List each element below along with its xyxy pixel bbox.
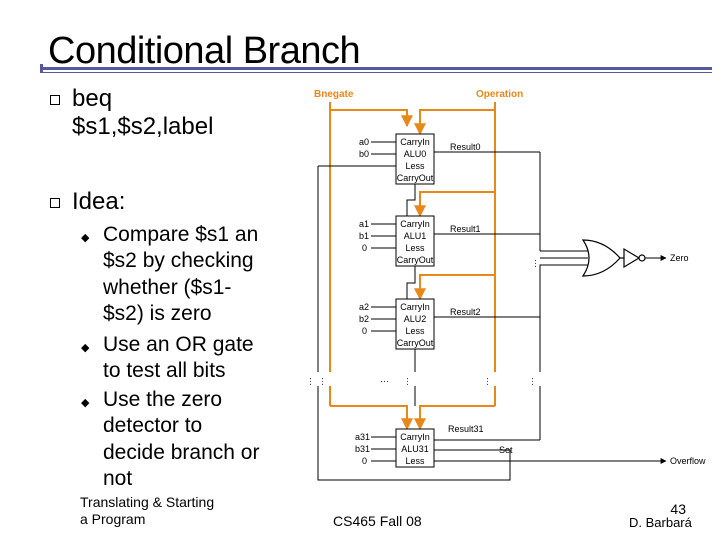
set-feedback-wire: [317, 165, 511, 481]
alu-name-label: ALU31: [401, 444, 429, 454]
sub-bullet-line: Use an OR gate: [103, 333, 254, 356]
alu-less-label: Less: [405, 161, 425, 171]
sub-bullet-icon: ◆: [81, 231, 90, 244]
alu-name-label: ALU0: [404, 149, 427, 159]
result-label: Result0: [450, 142, 481, 152]
result-label: Result2: [450, 307, 481, 317]
footer-line: Translating & Starting: [80, 494, 215, 510]
alu-carryout-label: CarryOut: [397, 173, 434, 183]
page-number: 43: [670, 501, 686, 517]
alu-0: CarryIn ALU0 Less CarryOut: [395, 133, 435, 185]
sub-bullet-line: detector to: [103, 414, 203, 438]
alu-carryout-label: CarryOut: [397, 338, 434, 348]
result-wires: [434, 151, 588, 451]
sub-bullet-line: not: [103, 466, 133, 490]
bnegate-control-line: [329, 102, 413, 431]
alu-2: CarryIn ALU2 Less CarryOut: [395, 298, 435, 350]
alu-carryout-label: CarryOut: [397, 255, 434, 265]
alu-name-label: ALU1: [404, 231, 427, 241]
ellipsis-markers: … … … … … … …: [308, 259, 543, 386]
carry-chain-wires: [406, 184, 416, 406]
ellipsis-vertical: …: [485, 377, 495, 386]
input-a-label: a1: [359, 219, 369, 229]
bullet-beq-line2: $s1,$s2,label: [72, 113, 214, 140]
sub-bullet-or-gate: Use an OR gate to test all bits: [103, 332, 288, 385]
ellipsis-vertical: …: [530, 377, 540, 386]
zero-label: Zero: [670, 253, 689, 263]
footer-course: CS465 Fall 08: [333, 513, 422, 529]
slide-title: Conditional Branch: [48, 30, 361, 72]
alu-31: CarryIn ALU31 Less: [395, 428, 435, 468]
alu-carryin-label: CarryIn: [400, 137, 430, 147]
input-a-label: a2: [359, 302, 369, 312]
input-b-label: b2: [359, 314, 369, 324]
bullet-beq-line1: beq: [72, 85, 113, 112]
ellipsis-vertical: …: [320, 377, 330, 386]
sub-bullet-icon: ◆: [81, 396, 90, 409]
alu-less-label: Less: [405, 243, 425, 253]
ellipsis-vertical: …: [533, 259, 543, 268]
less-input-label: 0: [362, 326, 367, 336]
sub-bullet-line: whether ($s1-: [103, 275, 232, 299]
overflow-label: Overflow: [670, 456, 706, 466]
ellipsis-vertical: …: [405, 377, 415, 386]
title-underline-thin: [40, 72, 712, 73]
bullet-square-icon: [50, 95, 60, 105]
sub-bullet-compare: Compare $s1 an $s2 by checking whether (…: [103, 222, 288, 327]
less-input-label: 0: [362, 243, 367, 253]
result-label: Result1: [450, 224, 481, 234]
sub-bullet-line: Use the zero: [103, 388, 223, 411]
footer-line: a Program: [80, 511, 146, 527]
sub-bullet-line: to test all bits: [103, 359, 226, 383]
alu-1: CarryIn ALU1 Less CarryOut: [395, 215, 435, 267]
ellipsis-vertical: …: [308, 377, 318, 386]
alu-input-wires: [371, 141, 396, 462]
alu-carryin-label: CarryIn: [400, 432, 430, 442]
input-a-label: a0: [359, 137, 369, 147]
sub-bullet-line: $s2 by checking: [103, 249, 254, 273]
sub-bullet-line: Compare $s1 an: [103, 223, 259, 246]
alu-less-label: Less: [405, 456, 425, 466]
or-gate-icon: [581, 239, 621, 277]
bullet-idea: Idea:: [72, 188, 126, 215]
operation-control-line: [414, 102, 496, 431]
footer-course-topic: Translating & Starting a Program: [80, 494, 240, 528]
alu-name-label: ALU2: [404, 314, 427, 324]
title-underline: [40, 67, 712, 70]
set-label: Set: [499, 445, 513, 455]
input-b-label: b0: [359, 149, 369, 159]
sub-bullet-line: decide branch or: [103, 440, 260, 464]
alu-carryin-label: CarryIn: [400, 302, 430, 312]
footer-author: D. Barbará: [629, 515, 692, 530]
bnegate-label: Bnegate: [314, 89, 354, 100]
title-underline-cap: [40, 64, 43, 73]
less-input-label: 0: [362, 456, 367, 466]
inverter-icon: [620, 247, 646, 269]
alu-input-labels: a0 b0 a1 b1 0 a2 b2 0 a31 b31 0: [355, 137, 370, 466]
sub-bullet-zero-detector: Use the zero detector to decide branch o…: [103, 387, 288, 492]
input-b-label: b1: [359, 231, 369, 241]
alu-carryin-label: CarryIn: [400, 219, 430, 229]
bullet-square-icon: [50, 198, 60, 208]
sub-bullet-line: $s2) is zero: [103, 301, 212, 325]
operation-label: Operation: [476, 89, 523, 100]
ellipsis-horizontal: …: [380, 374, 389, 384]
input-b-label: b31: [355, 444, 370, 454]
sub-bullet-icon: ◆: [81, 341, 90, 354]
result-label: Result31: [448, 424, 484, 434]
alu-less-label: Less: [405, 326, 425, 336]
input-a-label: a31: [355, 432, 370, 442]
